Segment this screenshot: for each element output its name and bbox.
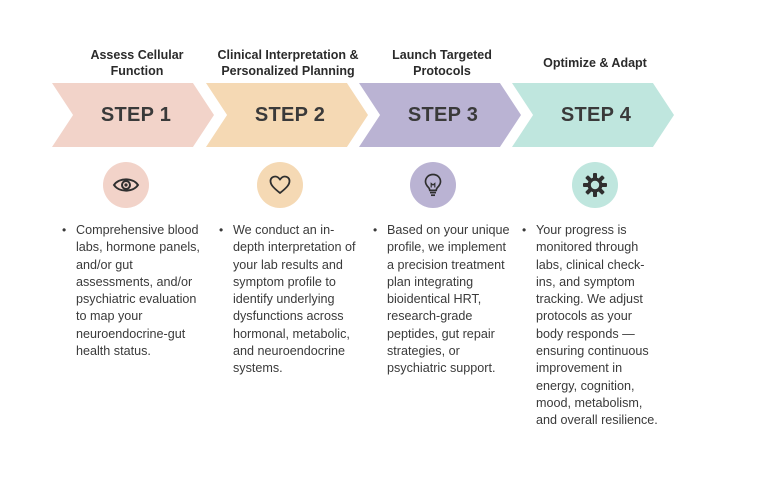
step-3-label: STEP 3 [407,103,479,126]
step-3-title: Launch Targeted Protocols [357,44,527,82]
step-2-description: • We conduct an in-depth interpretation … [219,222,359,378]
bullet: • [62,223,67,237]
bullet: • [373,223,378,237]
step-3-description-text: Based on your unique profile, we impleme… [387,223,510,376]
step-4-description-text: Your progress is monitored through labs,… [536,223,658,428]
step-2-title: Clinical Interpretation & Personalized P… [203,44,373,82]
step-3-title-text: Launch Targeted Protocols [392,48,492,78]
step-3-icon-circle [410,162,456,208]
gear-icon [583,173,607,197]
step-4-title-text: Optimize & Adapt [543,56,647,70]
step-3-description: • Based on your unique profile, we imple… [373,222,513,378]
lightbulb-icon [424,173,442,197]
step-1-icon-circle [103,162,149,208]
heart-icon [269,175,291,194]
step-2-description-text: We conduct an in-depth interpretation of… [233,223,356,376]
bullet: • [522,223,527,237]
step-1-label: STEP 1 [100,103,172,126]
step-2-chevron: STEP 2 [206,83,368,147]
eye-icon [112,178,140,192]
step-1-title-text: Assess Cellular Function [90,48,184,78]
bullet: • [219,223,224,237]
step-4-chevron: STEP 4 [512,83,674,147]
step-1-description-text: Comprehensive blood labs, hormone panels… [76,223,200,359]
step-1-chevron: STEP 1 [52,83,214,147]
step-4-icon-circle [572,162,618,208]
step-4-description: • Your progress is monitored through lab… [522,222,662,430]
step-4-label: STEP 4 [560,103,632,126]
step-4-title: Optimize & Adapt [510,44,680,82]
step-2-label: STEP 2 [254,103,326,126]
step-2-title-text: Clinical Interpretation & Personalized P… [217,48,359,78]
step-2-icon-circle [257,162,303,208]
step-1-description: • Comprehensive blood labs, hormone pane… [62,222,202,360]
step-1-title: Assess Cellular Function [52,44,222,82]
step-3-chevron: STEP 3 [359,83,521,147]
